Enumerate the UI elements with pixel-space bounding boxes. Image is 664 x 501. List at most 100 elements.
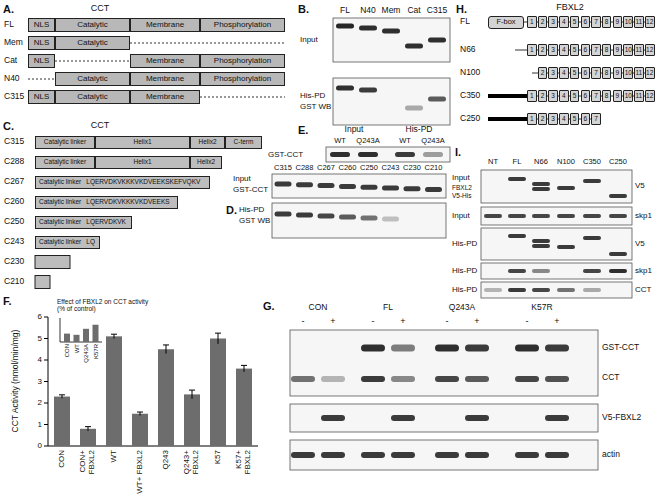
x-axis (48, 446, 258, 447)
protein-band (321, 452, 345, 458)
panel-letter: E. (298, 124, 308, 136)
deleted-region (200, 97, 285, 98)
figure-label: C315 (4, 137, 24, 146)
repeat-box: 3 (548, 16, 558, 28)
protein-band (336, 24, 354, 29)
repeat-box: 8 (602, 16, 612, 28)
node-text: 6 (583, 19, 587, 26)
node-text: Helix1 (133, 159, 151, 166)
figure-label: - (446, 317, 449, 327)
protein-band (291, 452, 315, 458)
figure-label: FL (4, 20, 14, 29)
figure-label: Mem (4, 38, 23, 47)
panel-letter: I. (455, 146, 461, 158)
repeat-box: 10 (623, 67, 633, 79)
protein-band (515, 376, 539, 382)
protein-band (318, 214, 335, 219)
domain-box: Catalytic (55, 18, 130, 32)
category-label: Q243 (162, 450, 171, 470)
figure-label: FL (340, 6, 350, 15)
domain-box: NLS (28, 90, 55, 104)
figure-label: N66 (534, 158, 548, 166)
error-bar (192, 390, 193, 399)
error-bar (218, 333, 219, 344)
node-text: LQERVDKVK (86, 219, 126, 226)
protein-band (361, 185, 378, 190)
figure-label: Mem (382, 6, 401, 15)
protein-band (508, 288, 526, 292)
node-text: 10 (625, 19, 632, 26)
node-text: 12 (646, 70, 653, 77)
node-text: 2 (541, 116, 545, 123)
node-text: 8 (605, 19, 609, 26)
protein-band (336, 86, 354, 91)
protein-band (532, 239, 550, 243)
protein-band (428, 97, 446, 102)
node-text: 10 (625, 93, 632, 100)
error-bar (59, 394, 65, 395)
node-text: 11 (635, 19, 642, 26)
protein-band (532, 182, 550, 186)
repeat-box: 2 (538, 90, 548, 102)
figure-label: actin (602, 450, 620, 459)
domain-box: Membrane (130, 90, 200, 104)
repeat-box: 4 (559, 44, 569, 56)
node-text: Catalytic linker (44, 139, 86, 146)
node-text: Membrane (146, 57, 184, 65)
protein-band (391, 452, 415, 458)
protein-band (296, 182, 313, 187)
figure-label: Input (452, 212, 470, 221)
protein-band (508, 214, 526, 218)
repeat-box: 11 (634, 44, 644, 56)
protein-band (435, 452, 459, 458)
figure-label: C250 (4, 217, 24, 226)
node-text: 10 (625, 70, 632, 77)
figure-label: GST WB (300, 103, 331, 112)
figure-label: C230 (4, 257, 24, 266)
figure-label: WT (399, 137, 411, 145)
category-label: K57 (214, 450, 223, 464)
protein-band (557, 214, 575, 218)
axis-title: CCT Activity (nmol/min/mg) (11, 330, 20, 433)
blot-panel (481, 207, 632, 225)
blot-panel (333, 78, 450, 125)
figure-label: Q243A (449, 303, 475, 312)
error-bar (244, 365, 245, 371)
repeat-box: 7 (591, 90, 601, 102)
truncation-segment (488, 94, 527, 98)
node-text: 11 (635, 47, 642, 54)
blot-panel (290, 330, 598, 396)
protein-band (545, 415, 569, 421)
protein-band (405, 106, 423, 111)
node-text: Catalytic linker (44, 159, 86, 166)
figure-label: C350 (583, 158, 601, 166)
figure-label: N100 (460, 68, 480, 77)
protein-band (583, 269, 601, 273)
repeat-box: 4 (559, 67, 569, 79)
blot-panel (481, 170, 632, 203)
repeat-box: 2 (538, 113, 548, 125)
figure-label: C260 (339, 164, 357, 172)
error-bar (163, 344, 169, 345)
node-text: 9 (616, 70, 620, 77)
figure-label: + (474, 317, 479, 327)
category-label: Q243A (83, 344, 90, 363)
figure-label: V5-FBXL2 (602, 413, 641, 422)
node-text: Helix1 (133, 139, 151, 146)
protein-band (583, 236, 601, 240)
axis-tick (44, 338, 48, 339)
node-text: 6 (583, 116, 587, 123)
node-text: 4 (562, 116, 566, 123)
figure-label: C230 (403, 164, 421, 172)
node-text: NLS (34, 39, 50, 47)
repeat-box: 12 (645, 90, 655, 102)
protein-band (484, 214, 502, 218)
error-bar (137, 412, 143, 413)
inset-bar (83, 329, 89, 342)
repeat-box: 9 (613, 44, 623, 56)
figure-label: CON (309, 303, 328, 312)
protein-band (532, 214, 550, 218)
node-text: 3 (551, 70, 555, 77)
node-text: 3 (551, 19, 555, 26)
node-text: 7 (594, 47, 598, 54)
